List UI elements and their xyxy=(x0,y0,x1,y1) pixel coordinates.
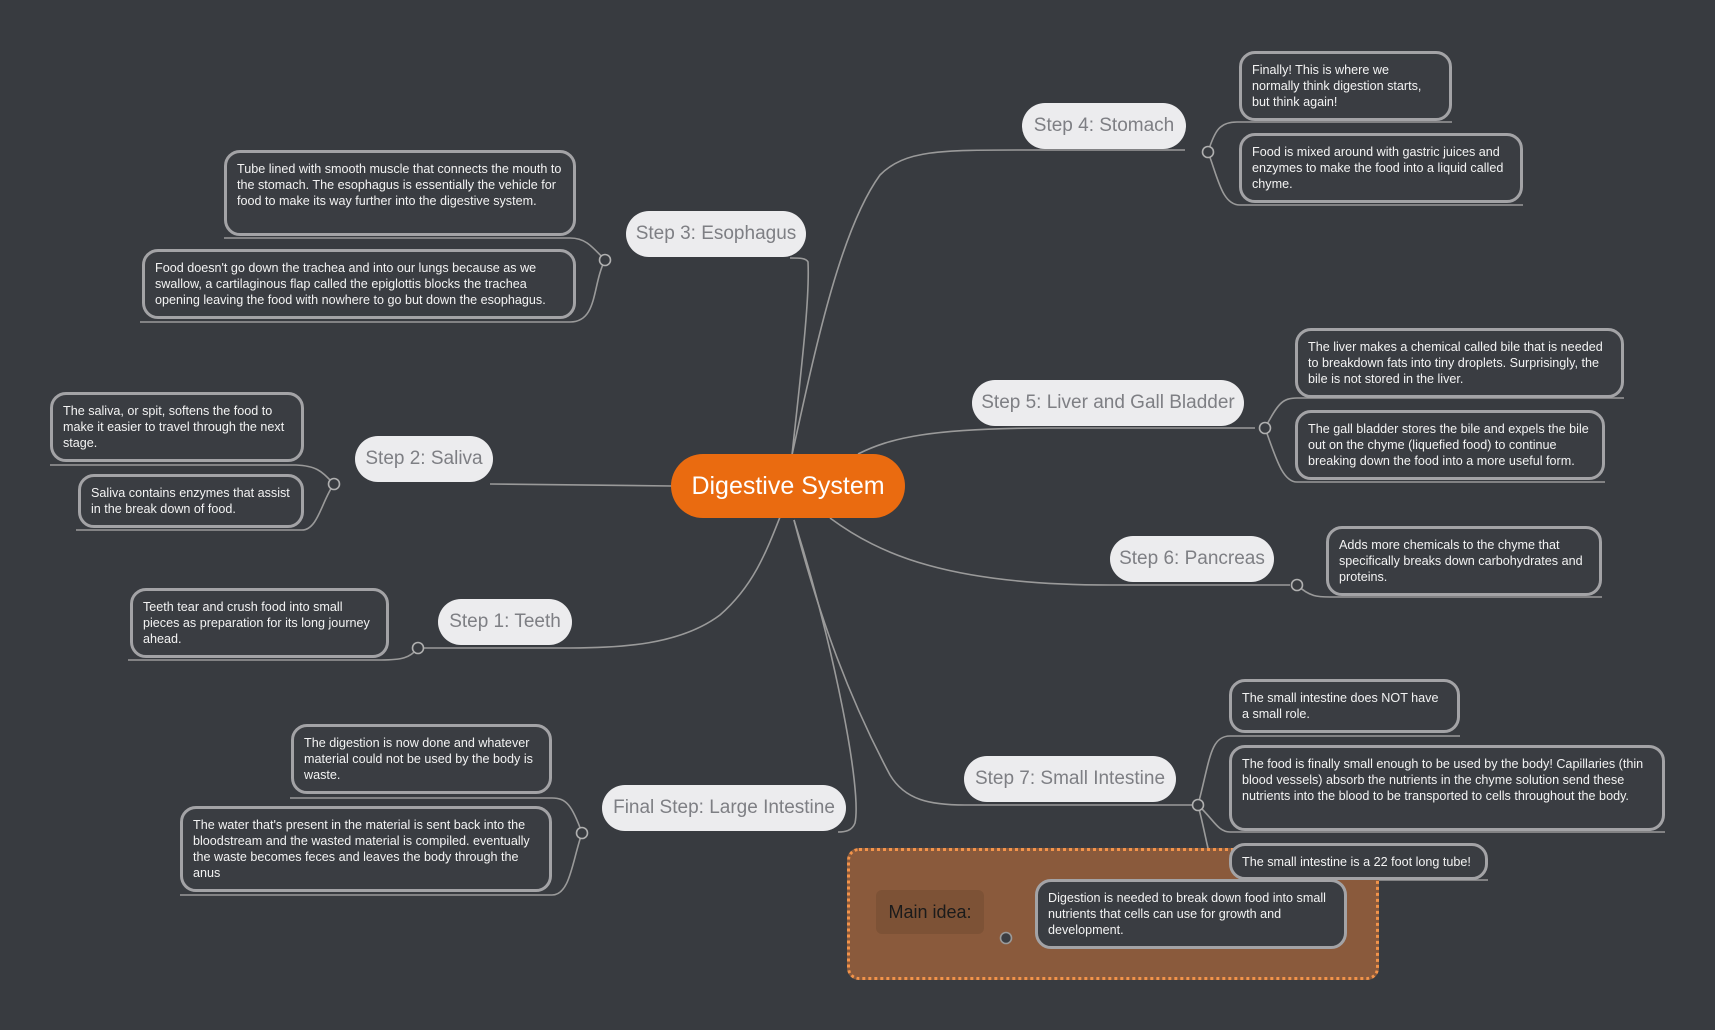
note-saliva-2[interactable]: Saliva contains enzymes that assist in t… xyxy=(78,474,304,528)
note-stomach-2[interactable]: Food is mixed around with gastric juices… xyxy=(1239,133,1523,203)
topic-step-2-saliva[interactable]: Step 2: Saliva xyxy=(355,436,493,482)
note-saliva-1[interactable]: The saliva, or spit, softens the food to… xyxy=(50,392,304,462)
note-teeth[interactable]: Teeth tear and crush food into small pie… xyxy=(130,588,389,658)
topic-final-step-large-intestine[interactable]: Final Step: Large Intestine xyxy=(602,785,846,831)
note-small-intestine-1[interactable]: The small intestine does NOT have a smal… xyxy=(1229,679,1460,733)
topic-step-7-small-intestine[interactable]: Step 7: Small Intestine xyxy=(964,756,1176,802)
note-esophagus-2[interactable]: Food doesn't go down the trachea and int… xyxy=(142,249,576,319)
note-small-intestine-2[interactable]: The food is finally small enough to be u… xyxy=(1229,745,1665,831)
note-pancreas[interactable]: Adds more chemicals to the chyme that sp… xyxy=(1326,526,1602,596)
note-stomach-1[interactable]: Finally! This is where we normally think… xyxy=(1239,51,1452,121)
main-idea-note[interactable]: Digestion is needed to break down food i… xyxy=(1035,879,1347,949)
note-liver-1[interactable]: The liver makes a chemical called bile t… xyxy=(1295,328,1624,398)
main-idea-label[interactable]: Main idea: xyxy=(876,890,984,934)
note-large-intestine-1[interactable]: The digestion is now done and whatever m… xyxy=(291,724,552,794)
topic-step-3-esophagus[interactable]: Step 3: Esophagus xyxy=(626,211,806,257)
central-topic[interactable]: Digestive System xyxy=(671,454,905,518)
note-small-intestine-3[interactable]: The small intestine is a 22 foot long tu… xyxy=(1229,843,1488,880)
note-large-intestine-2[interactable]: The water that's present in the material… xyxy=(180,806,552,892)
note-liver-2[interactable]: The gall bladder stores the bile and exp… xyxy=(1295,410,1605,480)
topic-step-5-liver-gall-bladder[interactable]: Step 5: Liver and Gall Bladder xyxy=(972,380,1244,426)
topic-step-4-stomach[interactable]: Step 4: Stomach xyxy=(1022,103,1186,149)
topic-step-6-pancreas[interactable]: Step 6: Pancreas xyxy=(1110,536,1274,582)
topic-step-1-teeth[interactable]: Step 1: Teeth xyxy=(438,599,572,645)
note-esophagus-1[interactable]: Tube lined with smooth muscle that conne… xyxy=(224,150,576,236)
